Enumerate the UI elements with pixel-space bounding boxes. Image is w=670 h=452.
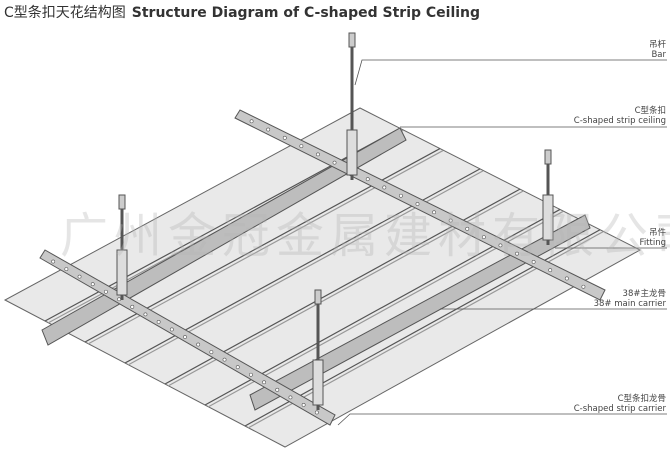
fitting bbox=[312, 359, 324, 406]
carrier-hole bbox=[130, 304, 135, 309]
carrier-hole bbox=[183, 335, 187, 339]
carrier-hole bbox=[415, 202, 420, 206]
carrier-hole bbox=[448, 218, 453, 223]
rod-nut bbox=[118, 194, 126, 210]
leader-lines bbox=[337, 59, 667, 426]
carrier-hole bbox=[531, 260, 536, 264]
carrier-hole bbox=[266, 127, 271, 132]
carrier-hole bbox=[77, 274, 82, 279]
carrier-hole bbox=[314, 410, 319, 415]
carrier-hole bbox=[90, 282, 95, 287]
carrier-hole bbox=[316, 152, 320, 157]
carrier-hole bbox=[465, 226, 470, 231]
carrier-hole bbox=[288, 395, 293, 400]
carrier-hole bbox=[564, 276, 569, 281]
main-carriers bbox=[39, 109, 606, 426]
carrier-hole bbox=[64, 267, 69, 271]
strip-carrier-back bbox=[41, 127, 407, 346]
main-carrier-back bbox=[234, 109, 606, 301]
carrier-hole bbox=[222, 357, 227, 362]
carrier-hole bbox=[235, 365, 240, 370]
watermark: 广州金冠金属建材有限公司 bbox=[60, 208, 670, 264]
fitting bbox=[346, 129, 358, 176]
carrier-hole bbox=[299, 144, 304, 148]
fitting bbox=[542, 194, 554, 241]
title-chinese: C型条扣天花结构图 bbox=[4, 5, 126, 21]
carrier-hole bbox=[249, 119, 254, 124]
carrier-hole bbox=[249, 372, 253, 377]
carrier-hole bbox=[143, 312, 148, 317]
carrier-hole bbox=[156, 320, 161, 324]
carrier-hole bbox=[365, 177, 370, 182]
title-english: Structure Diagram of C-shaped Strip Ceil… bbox=[131, 5, 481, 21]
carrier-hole bbox=[481, 235, 486, 239]
carrier-hole bbox=[332, 160, 337, 165]
rod-nut bbox=[348, 32, 356, 48]
hanger-rods bbox=[116, 32, 554, 410]
fitting bbox=[116, 249, 128, 296]
rod-nut bbox=[544, 149, 552, 165]
carrier-hole bbox=[117, 297, 121, 302]
carrier-hole bbox=[548, 268, 553, 273]
carrier-hole bbox=[196, 342, 201, 347]
ceiling-panel bbox=[3, 107, 642, 448]
strip-carrier-front bbox=[249, 214, 591, 411]
leader-strip-carrier bbox=[337, 413, 667, 426]
main-carrier-front bbox=[39, 249, 336, 426]
carrier-hole bbox=[262, 380, 266, 385]
carrier-hole bbox=[399, 193, 403, 198]
carrier-hole bbox=[498, 243, 503, 248]
carrier-hole bbox=[382, 185, 387, 190]
c-shaped-strip-carriers bbox=[41, 127, 591, 411]
carrier-hole bbox=[209, 350, 214, 354]
carrier-hole bbox=[301, 403, 306, 407]
diagram-title: C型条扣天花结构图 Structure Diagram of C-shaped S… bbox=[4, 2, 480, 22]
carrier-hole bbox=[515, 251, 519, 256]
leader-bar bbox=[354, 59, 667, 86]
carrier-hole bbox=[51, 259, 56, 264]
carrier-hole bbox=[432, 210, 436, 215]
carrier-hole bbox=[282, 135, 287, 140]
carrier-hole bbox=[275, 387, 280, 392]
carrier-hole bbox=[169, 327, 174, 332]
carrier-holes bbox=[51, 119, 586, 415]
rod-nut bbox=[314, 289, 322, 305]
carrier-hole bbox=[581, 284, 586, 289]
carrier-hole bbox=[104, 289, 108, 294]
